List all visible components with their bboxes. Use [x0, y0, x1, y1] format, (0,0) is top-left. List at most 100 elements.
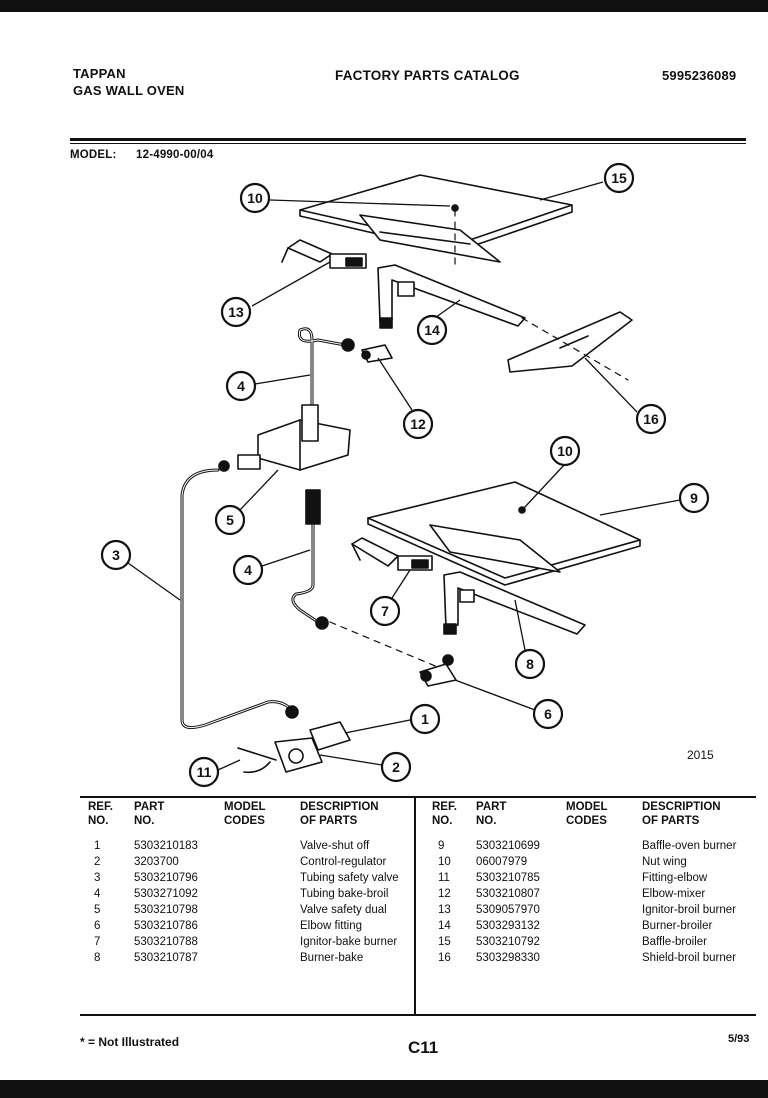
- callout-13: 13: [228, 304, 244, 320]
- description-cell: Burner-bake: [300, 952, 364, 964]
- part-no-cell: 5303298330: [476, 952, 540, 964]
- model-codes-cell: [224, 918, 300, 934]
- product-name: GAS WALL OVEN: [73, 83, 185, 98]
- elbow-mixer-shape: [341, 338, 393, 363]
- description-cell: Elbow fitting: [300, 920, 363, 932]
- bottom-scan-border: [0, 1080, 768, 1098]
- callout-15: 15: [611, 170, 627, 186]
- table-header-row: REF. NO. PART NO. MODEL CODES DESCRIPTIO…: [432, 800, 752, 838]
- parts-table-left: REF. NO. PART NO. MODEL CODES DESCRIPTIO…: [88, 800, 408, 966]
- model-codes-cell: [566, 934, 642, 950]
- model-codes-cell: [566, 886, 642, 902]
- ignitor-broil-shape: [281, 239, 367, 269]
- table-header-row: REF. NO. PART NO. MODEL CODES DESCRIPTIO…: [88, 800, 408, 838]
- table-row: 4 5303271092 Tubing bake-broil: [88, 886, 408, 902]
- callout-7: 7: [381, 603, 389, 619]
- callout-11: 11: [197, 764, 212, 780]
- brand-name: TAPPAN: [73, 66, 126, 81]
- part-no-cell: 5303210796: [134, 872, 198, 884]
- part-no-cell: 5309057970: [476, 904, 540, 916]
- valve-regulator-assembly-shape: [237, 705, 351, 774]
- baffle-broiler-shape: [299, 174, 573, 263]
- ref-no-cell: 4: [94, 888, 101, 900]
- header-description: DESCRIPTION OF PARTS: [300, 801, 379, 827]
- model-codes-cell: [224, 934, 300, 950]
- model-codes-cell: [566, 870, 642, 886]
- burner-bake-shape: [443, 571, 586, 635]
- description-cell: Tubing safety valve: [300, 872, 399, 884]
- description-cell: Ignitor-broil burner: [642, 904, 736, 916]
- header-model-codes: MODEL CODES: [566, 801, 608, 827]
- callout-8: 8: [526, 656, 534, 672]
- ref-no-cell: 15: [438, 936, 451, 948]
- table-row: 5 5303210798 Valve safety dual: [88, 902, 408, 918]
- elbow-fitting-shape: [419, 654, 457, 687]
- exploded-parts-diagram: 10 15 13 14 4 12 16 5 10 9 3 4 7 8 6 1 2…: [100, 162, 710, 788]
- model-codes-cell: [566, 854, 642, 870]
- ref-no-cell: 14: [438, 920, 451, 932]
- callout-5: 5: [226, 512, 234, 528]
- callout-16: 16: [643, 411, 659, 427]
- callout-14: 14: [424, 322, 440, 338]
- header-ref-no: REF. NO.: [88, 801, 113, 827]
- top-scan-border: [0, 0, 768, 12]
- ref-no-cell: 8: [94, 952, 101, 964]
- model-codes-cell: [224, 854, 300, 870]
- header-part-no: PART NO.: [476, 801, 507, 827]
- part-no-cell: 5303210798: [134, 904, 198, 916]
- model-codes-cell: [566, 838, 642, 854]
- part-no-cell: 5303210786: [134, 920, 198, 932]
- model-codes-cell: [224, 902, 300, 918]
- not-illustrated-note: * = Not Illustrated: [80, 1035, 180, 1049]
- header-ref-no: REF. NO.: [432, 801, 457, 827]
- page-code: C11: [408, 1038, 439, 1057]
- model-codes-cell: [224, 886, 300, 902]
- table-top-rule: [80, 796, 756, 798]
- part-no-cell: 5303210785: [476, 872, 540, 884]
- part-no-cell: 5303210183: [134, 840, 198, 852]
- ref-no-cell: 12: [438, 888, 451, 900]
- description-cell: Tubing bake-broil: [300, 888, 389, 900]
- baffle-oven-shape: [367, 481, 641, 586]
- header-rule: [70, 138, 746, 141]
- callout-6: 6: [544, 706, 552, 722]
- model-codes-cell: [224, 838, 300, 854]
- header-description: DESCRIPTION OF PARTS: [642, 801, 721, 827]
- header-part-no: PART NO.: [134, 801, 165, 827]
- description-cell: Control-regulator: [300, 856, 387, 868]
- model-codes-cell: [566, 950, 642, 966]
- model-codes-cell: [224, 950, 300, 966]
- part-no-cell: 06007979: [476, 856, 528, 868]
- catalog-number: 5995236089: [662, 68, 737, 83]
- description-cell: Valve safety dual: [300, 904, 387, 916]
- callout-2: 2: [392, 759, 400, 775]
- part-no-cell: 5303271092: [134, 888, 198, 900]
- callout-12: 12: [410, 416, 426, 432]
- catalog-date: 5/93: [728, 1033, 750, 1045]
- ref-no-cell: 5: [94, 904, 101, 916]
- callout-4-lower: 4: [244, 562, 252, 578]
- ignitor-bake-shape: [351, 537, 433, 571]
- model-value: 12-4990-00/04: [136, 149, 214, 161]
- model-codes-cell: [224, 870, 300, 886]
- model-codes-cell: [566, 918, 642, 934]
- ref-no-cell: 7: [94, 936, 101, 948]
- figure-number: 2015: [687, 748, 714, 762]
- part-no-cell: 5303210699: [476, 840, 540, 852]
- part-no-cell: 5303293132: [476, 920, 540, 932]
- ref-no-cell: 10: [438, 856, 451, 868]
- part-no-cell: 5303210807: [476, 888, 540, 900]
- part-no-cell: 5303210792: [476, 936, 540, 948]
- parts-table-right: REF. NO. PART NO. MODEL CODES DESCRIPTIO…: [432, 800, 752, 966]
- description-cell: Baffle-oven burner: [642, 840, 737, 852]
- callout-4-upper: 4: [237, 378, 245, 394]
- description-cell: Fitting-elbow: [642, 872, 708, 884]
